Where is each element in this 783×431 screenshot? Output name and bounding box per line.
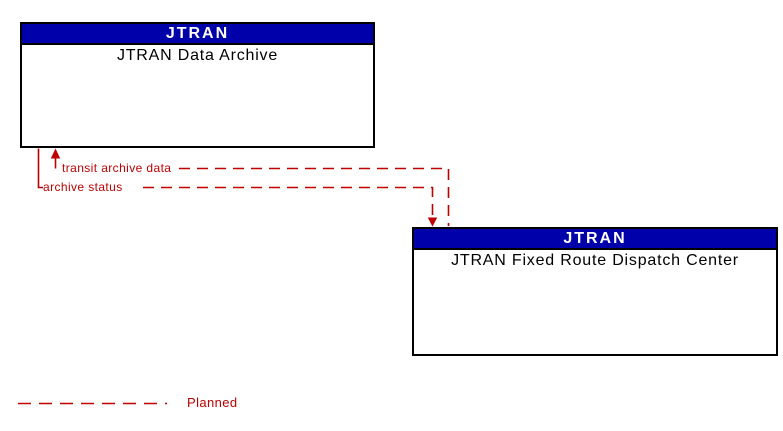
- transit-archive-data-arrowhead-up: [50, 148, 61, 159]
- archive-status-line: [143, 186, 434, 218]
- flow-label-transit-archive-data[interactable]: transit archive data: [62, 161, 172, 175]
- entity-title: JTRAN Fixed Route Dispatch Center: [451, 252, 739, 269]
- entity-header: JTRAN: [414, 229, 776, 250]
- transit-archive-data-line: [179, 167, 450, 226]
- flow-label-archive-status[interactable]: archive status: [43, 180, 123, 194]
- archive-status-arrowhead-down: [427, 217, 438, 227]
- entity-title: JTRAN Data Archive: [116, 47, 279, 64]
- entity-box-data-archive[interactable]: JTRAN JTRAN Data Archive: [20, 22, 375, 148]
- entity-header: JTRAN: [22, 24, 373, 45]
- legend-planned-label: Planned: [187, 395, 238, 410]
- entity-box-fixed-route-dispatch-center[interactable]: JTRAN JTRAN Fixed Route Dispatch Center: [412, 227, 778, 356]
